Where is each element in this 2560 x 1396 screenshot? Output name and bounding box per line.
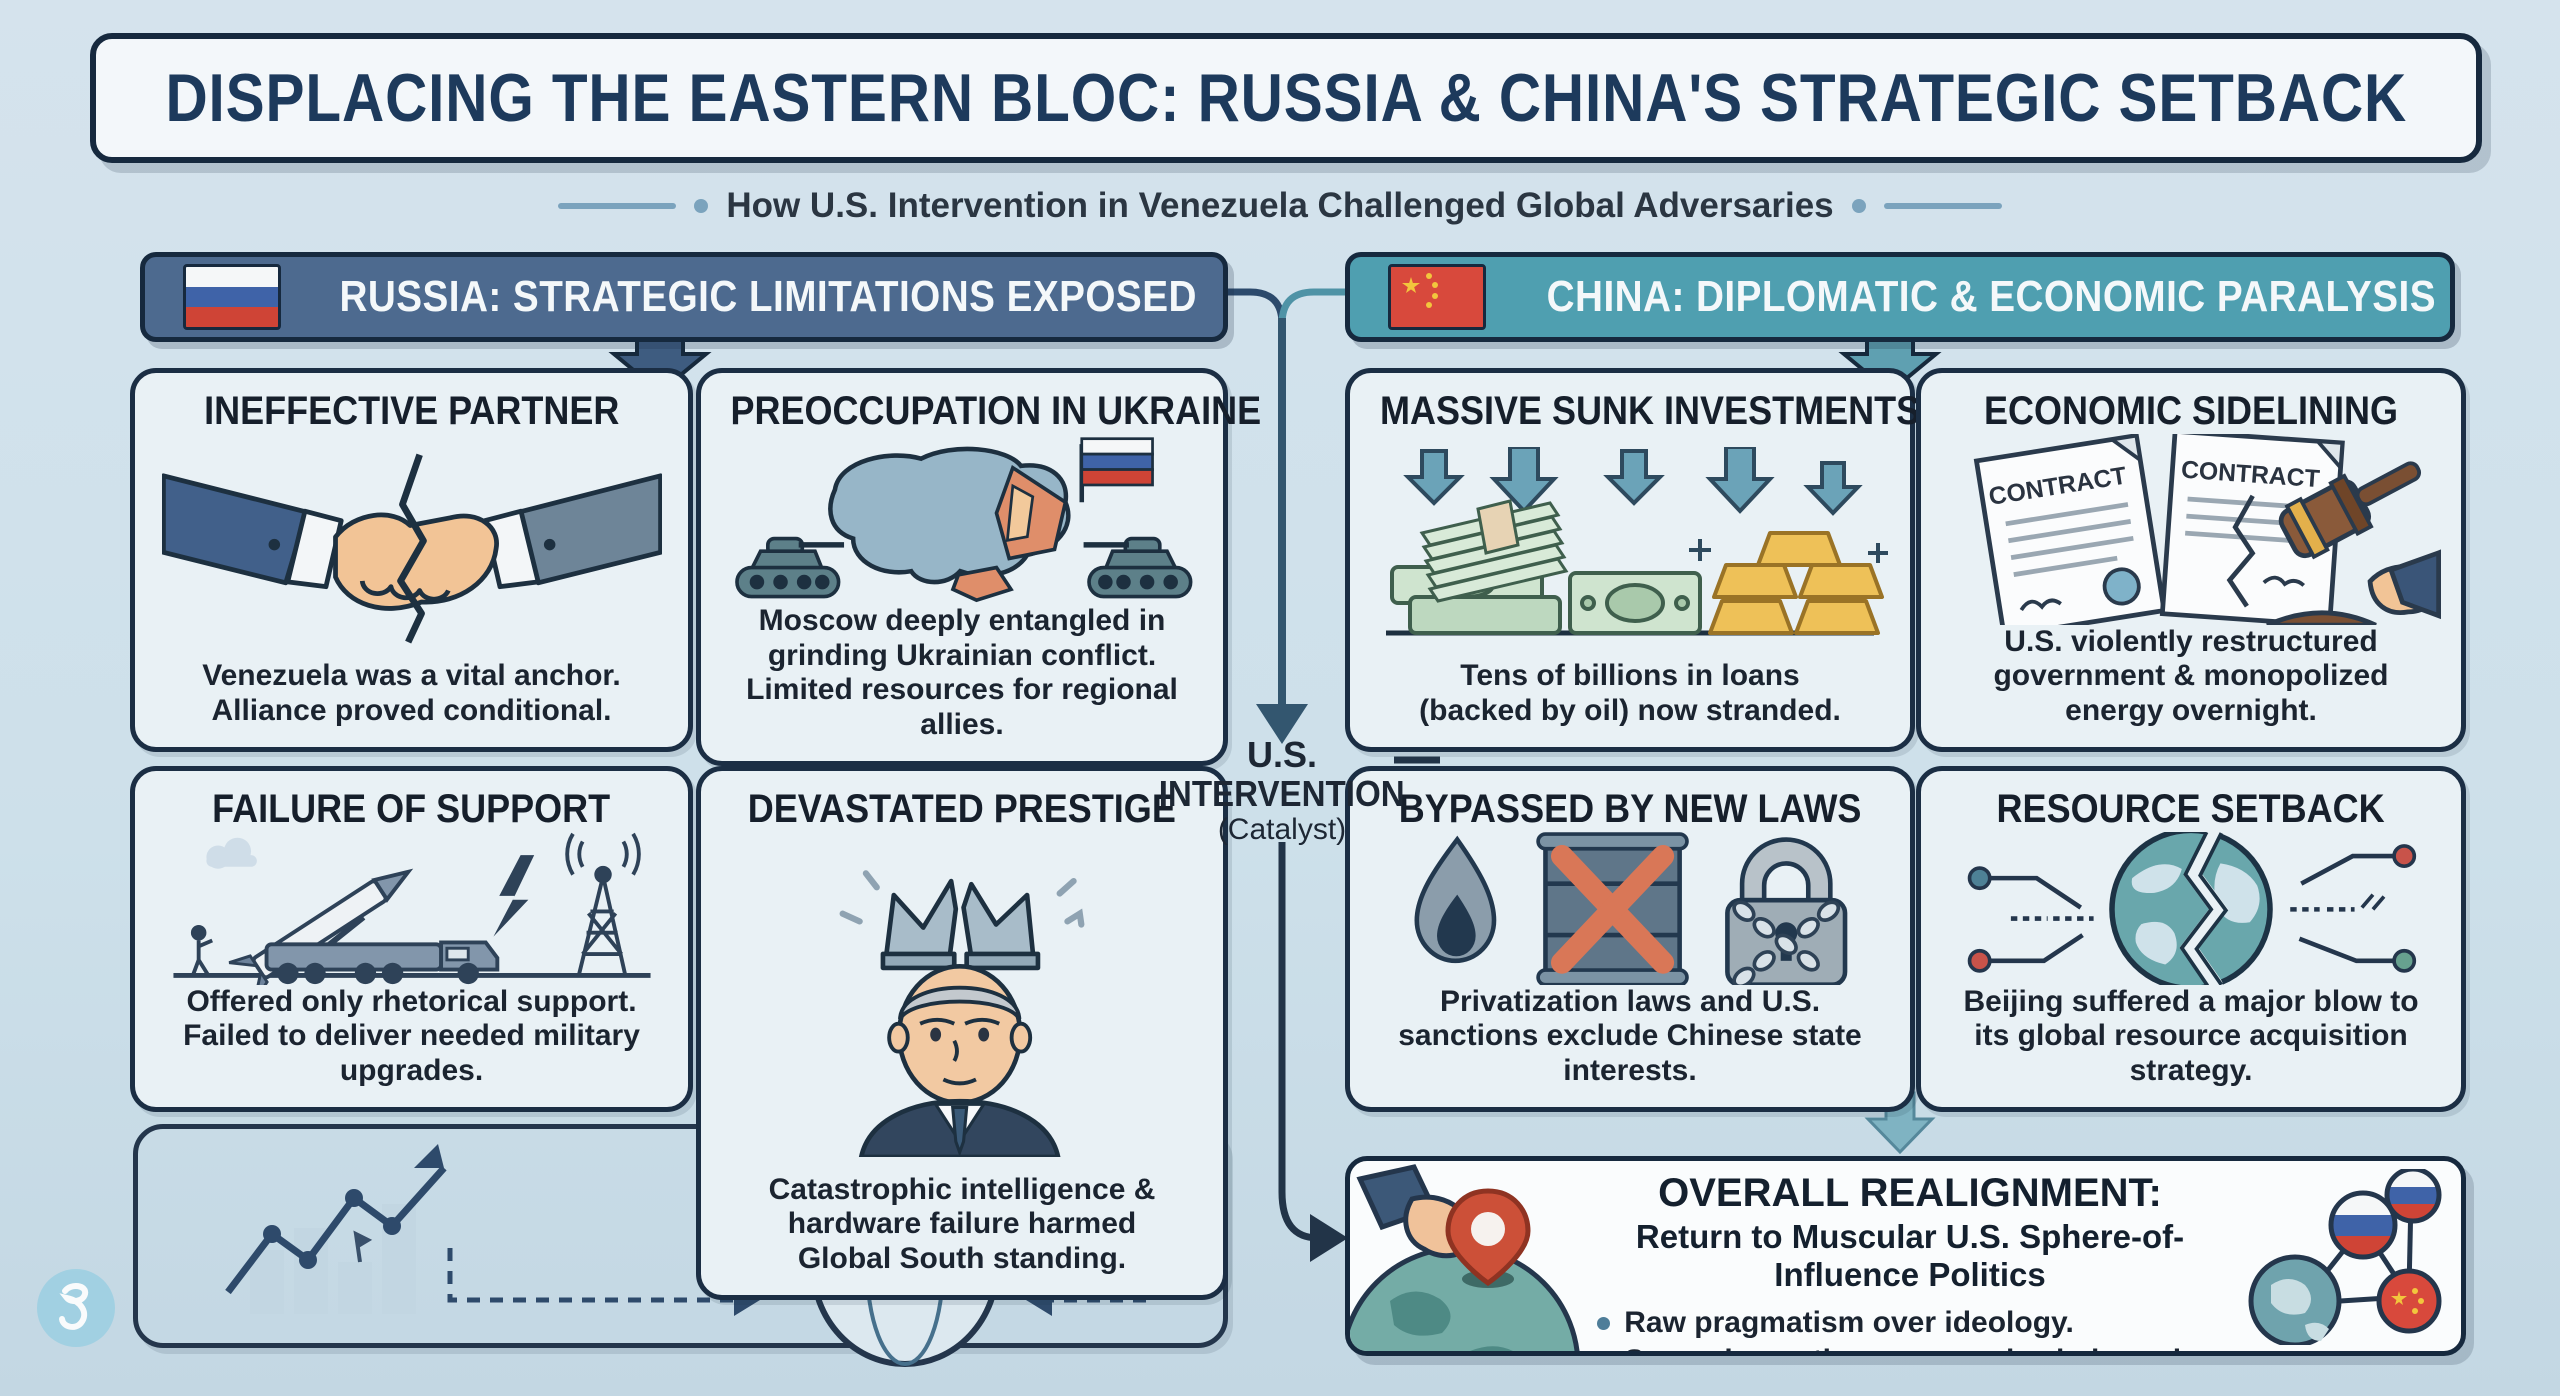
card-economic-sidelining: ECONOMIC SIDELINING CONTRACT — [1916, 368, 2466, 752]
hand-pin-globe-icon — [1350, 1164, 1580, 1351]
growth-chart-doodle-icon — [225, 1144, 447, 1314]
russia-flag-node-icon — [2328, 1190, 2398, 1260]
right-arrowhead-icon — [1310, 1214, 1348, 1262]
card-title: BYPASSED BY NEW LAWS — [1398, 787, 1862, 831]
tank-icon — [735, 536, 845, 599]
teal-down-arrow-icon — [1864, 1091, 1936, 1155]
subtitle-line-left — [558, 203, 677, 209]
logo-squiggle-icon — [59, 1283, 89, 1330]
overall-realignment-box: OVERALL REALIGNMENT: Return to Muscular … — [1345, 1156, 2466, 1356]
card-title: INEFFECTIVE PARTNER — [203, 389, 620, 433]
card-caption: Venezuela was a vital anchor. Alliance p… — [202, 659, 621, 728]
bullet-item: Raw pragmatism over ideology. — [1597, 1306, 2222, 1340]
card-preoccupation-ukraine: PREOCCUPATION IN UKRAINE — [696, 368, 1261, 766]
cash-gold-down-arrows-icon — [1386, 446, 1888, 636]
card-title: ECONOMIC SIDELINING — [1983, 389, 2399, 433]
china-flag-node-icon — [2376, 1268, 2442, 1334]
title-banner: DISPLACING THE EASTERN BLOC: RUSSIA & CH… — [90, 33, 2482, 163]
china-flag-icon — [1388, 264, 1486, 330]
oil-barrel-crossed-padlock-icon — [1414, 832, 1848, 985]
subtitle-line-right — [1883, 203, 2002, 209]
card-caption: Catastrophic intelligence & hardware fai… — [768, 1172, 1156, 1276]
card-caption: U.S. violently restructured government &… — [1993, 624, 2389, 728]
card-caption: Tens of billions in loans (backed by oil… — [1419, 659, 1841, 728]
bullet-item: Sovereign nations as supply chain nodes. — [1597, 1344, 2222, 1357]
down-arrowhead-icon — [1256, 704, 1308, 744]
russia-section-title: RUSSIA: STRATEGIC LIMITATIONS EXPOSED — [339, 272, 1197, 321]
card-caption: Moscow deeply entangled in grinding Ukra… — [746, 603, 1178, 742]
subtitle-dot-left — [694, 199, 709, 213]
cracked-crown-leader-icon — [839, 870, 1085, 1158]
card-title: FAILURE OF SUPPORT — [212, 787, 611, 831]
logo — [37, 1269, 115, 1347]
overall-subtitle: Return to Muscular U.S. Sphere-of-Influe… — [1635, 1218, 2185, 1293]
torn-contract-gavel-icon: CONTRACT CONTRACT — [1973, 434, 2441, 625]
subtitle-dot-right — [1851, 199, 1866, 213]
catalyst-line1: U.S. — [1246, 734, 1317, 775]
card-failure-of-support: FAILURE OF SUPPORT — [130, 766, 693, 1112]
catalyst-line3: (Catalyst) — [1217, 812, 1347, 846]
broken-handshake-icon — [161, 453, 662, 644]
china-section-title: CHINA: DIPLOMATIC & ECONOMIC PARALYSIS — [1546, 272, 2437, 321]
card-massive-sunk-investments: MASSIVE SUNK INVESTMENTS — [1345, 368, 1920, 752]
card-caption: Beijing suffered a major blow to its glo… — [1963, 984, 2419, 1088]
card-resource-setback: RESOURCE SETBACK — [1916, 766, 2466, 1112]
russia-flag-node-icon — [2384, 1169, 2442, 1224]
card-caption: Offered only rhetorical support. Failed … — [183, 984, 640, 1088]
russia-flag-icon — [183, 264, 281, 330]
catalyst-line2: INTERVENTION — [1159, 772, 1405, 814]
subtitle-row: How U.S. Intervention in Venezuela Chall… — [0, 186, 2560, 226]
card-title: MASSIVE SUNK INVESTMENTS — [1380, 389, 1921, 433]
page-title: DISPLACING THE EASTERN BLOC: RUSSIA & CH… — [165, 60, 2407, 136]
card-bypassed-by-new-laws: BYPASSED BY NEW LAWS — [1345, 766, 1915, 1112]
card-title: DEVASTATED PRESTIGE — [747, 787, 1177, 831]
china-section-header: CHINA: DIPLOMATIC & ECONOMIC PARALYSIS — [1345, 252, 2455, 342]
ukraine-map-tanks-icon — [735, 437, 1193, 603]
cracked-globe-network-icon — [1967, 832, 2417, 985]
missile-launcher-radio-tower-icon — [172, 833, 651, 985]
bullet-dot-icon — [1597, 1355, 1610, 1357]
page-subtitle: How U.S. Intervention in Venezuela Chall… — [726, 186, 1834, 225]
card-title: RESOURCE SETBACK — [1996, 787, 2386, 831]
us-intervention-label: U.S. INTERVENTION (Catalyst) — [1121, 734, 1443, 846]
card-caption: Privatization laws and U.S. sanctions ex… — [1398, 984, 1862, 1088]
overall-title: OVERALL REALIGNMENT: — [1658, 1171, 2162, 1215]
tank-icon — [1083, 536, 1193, 599]
card-ineffective-partner: INEFFECTIVE PARTNER Venezuela was a vita… — [130, 368, 693, 752]
card-title: PREOCCUPATION IN UKRAINE — [730, 389, 1262, 433]
flags-network-icon — [2248, 1169, 2442, 1345]
overall-text: OVERALL REALIGNMENT: Return to Muscular … — [1580, 1171, 2240, 1357]
bullet-dot-icon — [1597, 1316, 1611, 1330]
card-devastated-prestige: DEVASTATED PRESTIGE — [696, 766, 1228, 1300]
russia-section-header: RUSSIA: STRATEGIC LIMITATIONS EXPOSED — [140, 252, 1228, 342]
overall-bullets: Raw pragmatism over ideology. Sovereign … — [1597, 1302, 2223, 1357]
